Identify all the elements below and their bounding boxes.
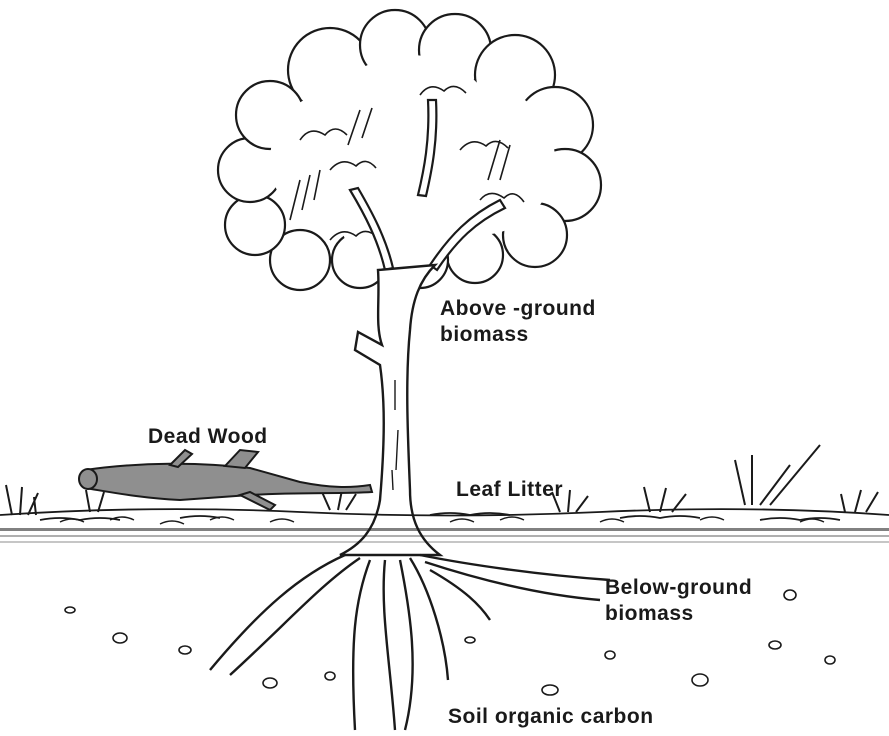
tree-canopy	[218, 10, 601, 290]
label-soil-organic-carbon: Soil organic carbon	[448, 704, 654, 729]
soil-texture	[0, 528, 889, 543]
label-above-ground-biomass-line2: biomass	[440, 322, 529, 347]
leaf-litter	[60, 517, 824, 524]
dead-wood-log	[79, 450, 372, 510]
label-leaf-litter: Leaf Litter	[456, 477, 563, 502]
ground-surface	[0, 509, 889, 520]
soil-pebbles	[65, 590, 835, 695]
label-above-ground-biomass-line1: Above -ground	[440, 296, 596, 321]
label-dead-wood: Dead Wood	[148, 424, 268, 449]
label-below-ground-biomass-line1: Below-ground	[605, 575, 752, 600]
label-below-ground-biomass-line2: biomass	[605, 601, 694, 626]
tree-trunk	[340, 265, 440, 555]
